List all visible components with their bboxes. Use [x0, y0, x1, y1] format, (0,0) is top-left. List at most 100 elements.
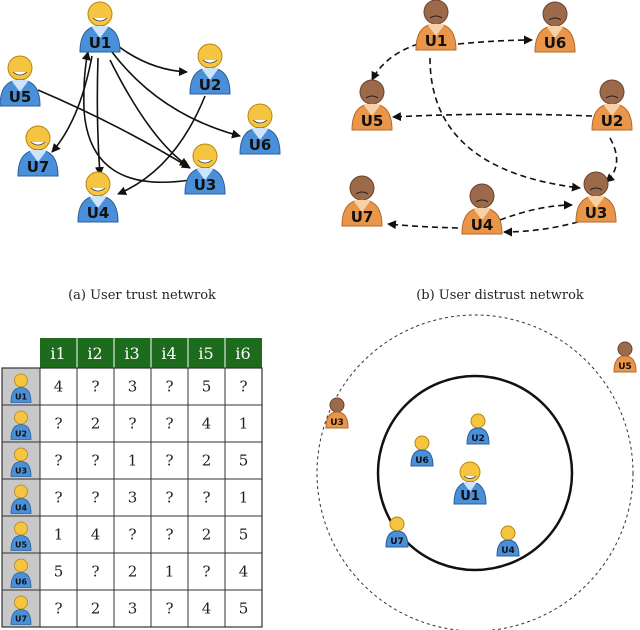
distrust-edge-u4-u7 [387, 220, 459, 230]
rating-cell: 2 [91, 600, 101, 618]
rating-cell: 3 [128, 600, 138, 618]
matrix-row: U1 4? 3? 5? [10, 373, 248, 403]
outer-user-u5: U5 [613, 341, 637, 373]
user-label-u7: U7 [27, 158, 50, 176]
distrust-label-u3: U3 [585, 204, 608, 222]
row-user-avatar: U2 [10, 410, 32, 440]
row-user-avatar: U6 [10, 558, 32, 588]
rating-cell: 1 [54, 526, 64, 544]
inner-user-u6: U6 [410, 435, 434, 467]
rating-cell: ? [202, 489, 210, 507]
outer-user-label-u3: U3 [330, 418, 344, 428]
row-user-label: U4 [15, 504, 27, 513]
rating-cell: 2 [202, 526, 212, 544]
rating-cell: ? [165, 452, 173, 470]
rating-cell: 3 [128, 489, 138, 507]
inner-user-u7: U7 [385, 516, 409, 548]
distrust-node-u6: U6 [534, 1, 576, 53]
inner-user-label-u2: U2 [471, 434, 485, 444]
distrust-edges [371, 35, 618, 237]
user-label-u6: U6 [249, 136, 272, 154]
row-user-avatar: U3 [10, 447, 32, 477]
rating-cell: ? [165, 378, 173, 396]
user-node-u4: U4 [77, 171, 119, 223]
user-node-u5: U5 [0, 55, 41, 107]
distrust-network-caption: (b) User distrust netwrok [416, 288, 584, 303]
distrust-node-u2: U2 [591, 79, 633, 131]
row-user-avatar: U7 [10, 595, 32, 625]
row-user-label: U2 [15, 430, 27, 439]
trust-edge-u2-u4 [117, 95, 206, 196]
rating-cell: ? [54, 489, 62, 507]
distrust-label-u1: U1 [425, 32, 448, 50]
rating-cell: 4 [91, 526, 101, 544]
outer-user-label-u5: U5 [618, 362, 632, 372]
item-header-i1: i1 [50, 344, 65, 363]
row-user-label: U5 [15, 541, 27, 550]
rating-cell: ? [128, 415, 136, 433]
rating-cell: 1 [128, 452, 138, 470]
rating-cell: 1 [239, 489, 249, 507]
inner-user-u4: U4 [496, 525, 520, 557]
user-label-u5: U5 [9, 88, 32, 106]
rating-cell: ? [239, 378, 247, 396]
outer-user-u3: U3 [325, 397, 349, 429]
trust-edge-u5-u3 [37, 89, 191, 169]
trust-network-panel: U1 U2 U5 U6 U7 [0, 1, 281, 303]
matrix-header-cells [76, 338, 226, 368]
matrix-row: U4??3??1 [10, 484, 249, 514]
inner-neighborhood-circle [376, 374, 574, 572]
trust-edge-u1-u2 [117, 45, 188, 77]
rating-cell: ? [165, 600, 173, 618]
trust-edge-u1-u3 [109, 59, 189, 167]
rating-cell: ? [54, 415, 62, 433]
distrust-node-u4: U4 [461, 183, 503, 235]
rating-cell: 4 [202, 600, 212, 618]
distrust-edge-u2-u3 [605, 137, 618, 183]
distrust-edge-u1-u5 [371, 43, 419, 81]
item-header-i3: i3 [124, 344, 139, 363]
distrust-edge-u4-u3 [499, 200, 573, 221]
distrust-label-u6: U6 [544, 34, 567, 52]
rating-cell: 2 [202, 452, 212, 470]
distrust-node-u1: U1 [415, 0, 457, 51]
trust-edge-u3-u1 [81, 51, 191, 184]
user-label-u2: U2 [199, 76, 222, 94]
distrust-network-panel: U1 U6 U5 U2 U7 [341, 0, 633, 303]
rating-cell: ? [202, 563, 210, 581]
inner-user-label-u4: U4 [501, 546, 515, 556]
item-header-i5: i5 [198, 344, 213, 363]
rating-cell: ? [54, 600, 62, 618]
distrust-node-u7: U7 [341, 175, 383, 227]
rating-cell: 5 [202, 378, 212, 396]
user-node-u7: U7 [17, 125, 59, 177]
row-user-label: U3 [15, 467, 27, 476]
trust-edge-u1-u6 [111, 51, 241, 139]
rating-cell: 3 [128, 378, 138, 396]
rating-cell: 2 [91, 415, 101, 433]
rating-cell: 4 [239, 563, 249, 581]
center-user-label: U1 [460, 489, 480, 504]
distrust-label-u7: U7 [351, 208, 374, 226]
rating-cell: 4 [54, 378, 64, 396]
rating-cell: ? [91, 489, 99, 507]
rating-cell: ? [91, 378, 99, 396]
distrust-label-u2: U2 [601, 112, 624, 130]
trust-edge-u1-u7 [51, 55, 93, 153]
row-user-avatar: U1 [10, 373, 32, 403]
trust-edge-u1-u4 [94, 57, 104, 176]
distrust-label-u4: U4 [471, 216, 494, 234]
rating-cell: ? [54, 452, 62, 470]
distrust-edge-u2-u5 [392, 112, 593, 122]
matrix-grid-lines [2, 368, 262, 627]
inner-user-label-u7: U7 [390, 537, 404, 547]
user-label-u1: U1 [89, 34, 112, 52]
user-node-u3: U3 [184, 143, 226, 195]
user-node-u6: U6 [239, 103, 281, 155]
user-node-u1: U1 [79, 1, 121, 53]
